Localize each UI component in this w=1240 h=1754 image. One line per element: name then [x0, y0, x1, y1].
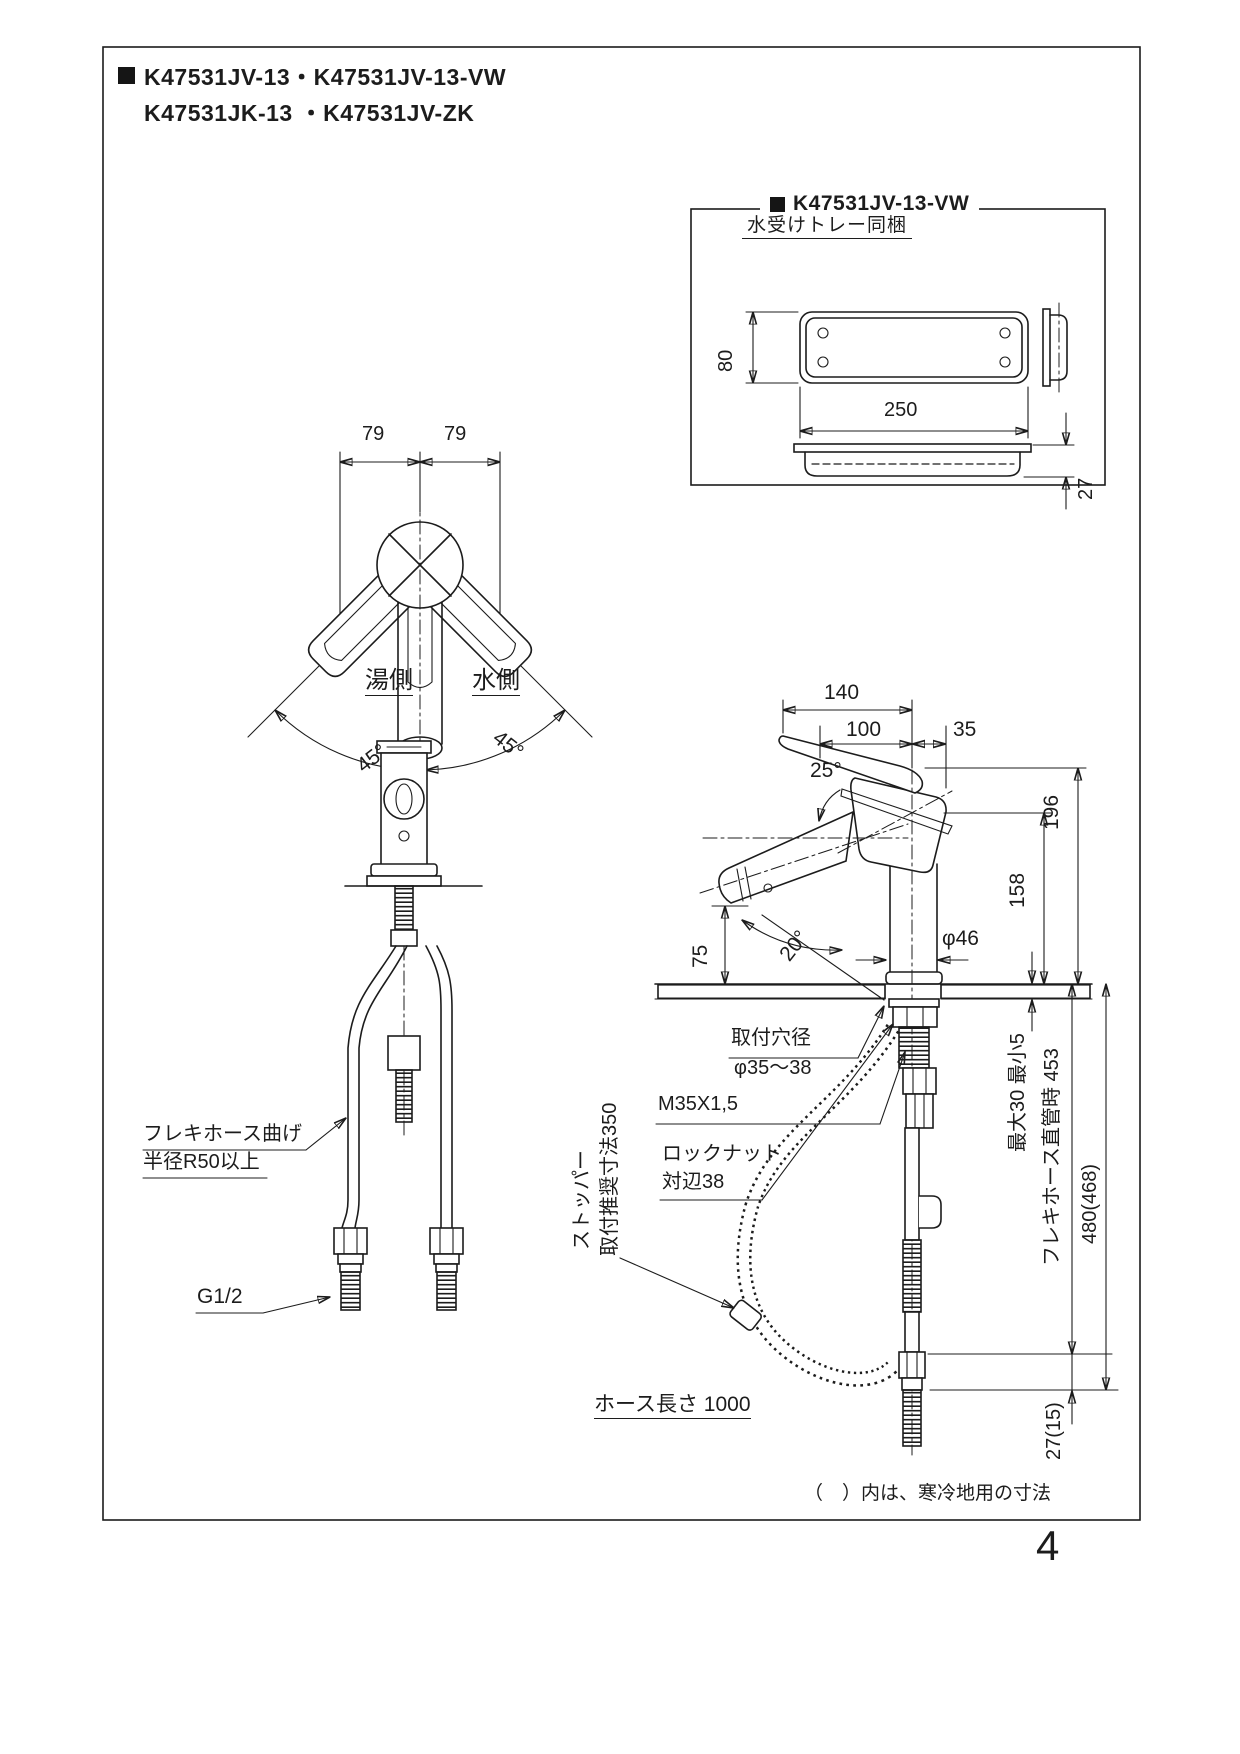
dim-label-480: 480(468) — [1079, 1163, 1101, 1244]
dim-250-lines — [799, 386, 1029, 439]
hole-label-1: 取付穴径 — [731, 1027, 811, 1049]
dim-label-79-right: 79 — [444, 423, 467, 445]
tray-box-title: K47531JV-13-VW — [760, 190, 980, 218]
hose-straight-label: フレキホース直管時 453 — [1041, 1048, 1063, 1266]
hole-label-2: φ35〜38 — [734, 1057, 812, 1079]
dim-27-lines — [1023, 412, 1075, 510]
page-number: 4 — [1036, 1522, 1060, 1569]
handle-position-hot — [307, 574, 411, 678]
hot-side-label: 湯側 — [365, 668, 413, 697]
g-half-fitting-left — [333, 1227, 368, 1311]
dim-158-lines — [943, 812, 1053, 985]
dim-label-80: 80 — [715, 349, 737, 372]
dim-label-250: 250 — [884, 399, 918, 421]
locknut-leader — [659, 1024, 893, 1201]
hose-length-label: ホース長さ 1000 — [594, 1393, 751, 1420]
dia-label-46: φ46 — [942, 927, 979, 950]
angle-20-lines — [742, 920, 842, 950]
dim-label-79-left: 79 — [362, 423, 385, 445]
dim-label-75: 75 — [689, 944, 712, 968]
dim-453-lines — [927, 983, 1113, 1355]
model-line-2: K47531JK-13 ・K47531JV-ZK — [144, 100, 475, 126]
tray-side-profile — [1042, 302, 1068, 393]
stopper-label-1: ストッパー — [571, 1150, 593, 1250]
side-view-drawing — [619, 699, 1119, 1456]
dim-label-27-15: 27(15) — [1043, 1402, 1065, 1460]
angle-25-lines — [819, 788, 953, 835]
g-half-leader — [195, 1297, 330, 1314]
model-line-1: K47531JV-13・K47531JV-13-VW — [144, 64, 507, 90]
cold-region-footnote: （ ）内は、寒冷地用の寸法 — [804, 1483, 1052, 1504]
section-marker-icon — [118, 66, 135, 84]
locknut-label-1: ロックナット — [662, 1143, 782, 1165]
dim-140-lines — [782, 699, 913, 769]
section-marker-icon — [770, 196, 785, 212]
stopper-leader — [619, 1257, 734, 1308]
under-counter-parts — [729, 998, 942, 1447]
hose-bend-note-2: 半径R50以上 — [143, 1151, 260, 1173]
dim-label-158: 158 — [1006, 872, 1029, 908]
dim-label-100: 100 — [846, 718, 882, 741]
hose-bend-leader — [142, 1118, 346, 1179]
model-header: K47531JV-13・K47531JV-13-VW K47531JK-13 ・… — [118, 58, 506, 128]
front-view-drawing — [142, 740, 483, 1314]
dim-75-lines — [711, 905, 749, 985]
dim-80-lines — [745, 311, 799, 384]
page-frame — [102, 46, 1141, 1521]
cold-side-label: 水側 — [472, 668, 520, 697]
g-half-fitting-right — [429, 1227, 464, 1311]
thread-spec-label: M35X1,5 — [658, 1093, 739, 1115]
hole-label-leader — [728, 1006, 884, 1059]
dim-label-140: 140 — [824, 681, 860, 704]
tray-front-view — [793, 443, 1032, 477]
dim-label-35: 35 — [953, 718, 977, 741]
faucet-body — [699, 735, 953, 1456]
dim-196-lines — [924, 767, 1087, 985]
handle-position-cold — [429, 574, 533, 678]
dim-label-196: 196 — [1040, 794, 1063, 830]
thread-spec-leader — [655, 1052, 905, 1125]
dim-35-lines — [911, 725, 947, 789]
angle-label-25: 25° — [810, 759, 842, 782]
counter-section — [654, 983, 1093, 1000]
tray-top-view — [799, 311, 1029, 384]
tray-subtitle: 水受けトレー同梱 — [742, 216, 912, 239]
thread-size-label: G1/2 — [197, 1285, 243, 1308]
stopper-label-2: 取付推奨寸法350 — [599, 1102, 621, 1256]
counter-thickness-label: 最大30 最小5 — [1007, 1033, 1029, 1152]
tray-box-section — [690, 208, 1106, 510]
locknut-label-2: 対辺38 — [662, 1171, 725, 1193]
dim-480-lines — [929, 983, 1119, 1391]
dim-100-lines — [819, 725, 913, 759]
dim-label-27: 27 — [1075, 477, 1097, 500]
hose-bend-note-1: フレキホース曲げ — [143, 1123, 302, 1145]
